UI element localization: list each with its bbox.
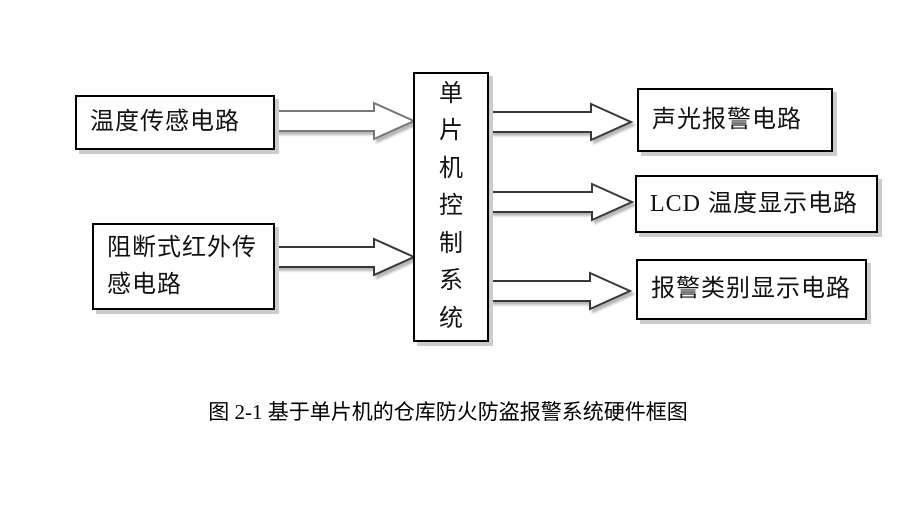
mcu-control-system-label: 单片机控制系统 [439, 80, 463, 332]
arrow-ir-to-mcu [274, 237, 417, 277]
block-lcd-temperature-display-circuit: LCD 温度显示电路 [635, 175, 878, 233]
lcd-temperature-display-label: LCD 温度显示电路 [650, 190, 858, 217]
alarm-category-display-label: 报警类别显示电路 [651, 276, 851, 302]
figure-caption: 图 2-1 基于单片机的仓库防火防盗报警系统硬件框图 [208, 400, 688, 424]
sound-light-alarm-label: 声光报警电路 [652, 106, 802, 133]
block-mcu-control-system: 单片机控制系统 [413, 72, 489, 342]
block-sound-light-alarm-circuit: 声光报警电路 [637, 88, 833, 152]
block-alarm-category-display-circuit: 报警类别显示电路 [636, 259, 867, 320]
infrared-sensor-label: 阻断式红外传感电路 [107, 234, 257, 298]
arrow-temp-to-mcu [274, 101, 417, 141]
arrow-mcu-to-alarm [489, 102, 634, 142]
block-infrared-sensor-circuit: 阻断式红外传感电路 [92, 223, 275, 310]
temperature-sensor-label: 温度传感电路 [90, 109, 240, 135]
arrow-mcu-to-lcd [489, 182, 635, 222]
arrow-mcu-to-category [489, 271, 633, 311]
block-temperature-sensor-circuit: 温度传感电路 [75, 95, 275, 150]
